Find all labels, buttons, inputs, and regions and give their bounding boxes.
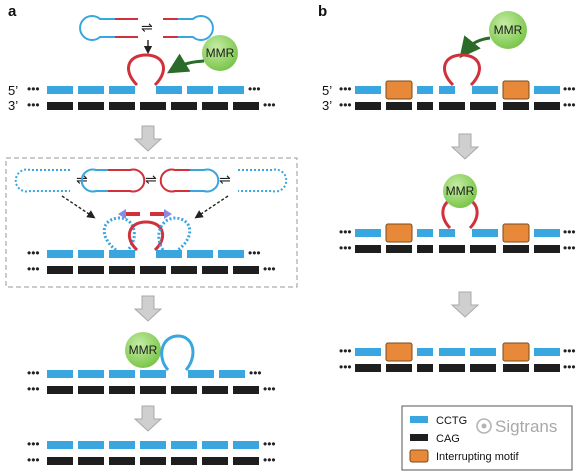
svg-text:•••: •••	[563, 98, 576, 112]
panel-a-label: a	[8, 3, 17, 20]
dotted-loop-left	[102, 216, 136, 252]
dna-top-a3: ••• •••	[27, 366, 262, 380]
dna-top-b2: ••• •••	[339, 223, 576, 243]
dna-bottom-a3: ••• •••	[27, 382, 276, 396]
blue-loop-a3	[160, 334, 195, 371]
mmr-arrow-a1	[166, 53, 205, 74]
svg-text:•••: •••	[339, 225, 352, 239]
dna-top-b1: ••• •••	[339, 80, 576, 100]
step-arrow-b2	[450, 291, 480, 318]
step-arrow-a2	[133, 295, 163, 322]
svg-text:•••: •••	[27, 98, 40, 112]
dotted-loop-right	[157, 216, 192, 252]
svg-text:⇌: ⇌	[145, 172, 157, 188]
dna-bottom-b1: ••• •••	[339, 98, 576, 112]
dashed-arrow-left	[61, 195, 96, 219]
svg-text:•••: •••	[339, 241, 352, 255]
svg-text:•••: •••	[248, 246, 261, 260]
dna-bottom-b2: ••• •••	[339, 241, 576, 255]
svg-text:•••: •••	[263, 437, 276, 451]
mmr-protein-a1: MMR	[202, 35, 238, 71]
svg-text:•••: •••	[339, 98, 352, 112]
svg-text:•••: •••	[27, 82, 40, 96]
svg-text:•••: •••	[248, 82, 261, 96]
three-prime-label-b: 3’	[322, 98, 332, 113]
legend-swatch-cctg	[410, 416, 428, 423]
legend-label-interrupt: Interrupting motif	[436, 451, 519, 463]
mmr-protein-b1: MMR	[489, 11, 527, 49]
svg-text:•••: •••	[339, 344, 352, 358]
dashed-arrow-right	[194, 195, 229, 219]
svg-text:•••: •••	[27, 382, 40, 396]
svg-text:MMR: MMR	[206, 46, 235, 60]
dna-top-a1: ••• •••	[27, 82, 261, 96]
legend-label-cctg: CCTG	[436, 415, 467, 427]
svg-text:•••: •••	[339, 82, 352, 96]
svg-text:MMR: MMR	[494, 23, 523, 37]
mmr-protein-b2: MMR	[443, 174, 477, 208]
panel-b-label: b	[318, 3, 327, 20]
dna-top-a2: ••• •••	[27, 246, 261, 260]
mmr-arrow-b1	[459, 35, 491, 59]
svg-text:•••: •••	[27, 453, 40, 467]
svg-text:⇌: ⇌	[219, 172, 231, 188]
svg-text:MMR: MMR	[446, 184, 475, 198]
hairpin-equilibrium: ⇌	[79, 15, 214, 41]
step-arrow-a3	[133, 405, 163, 432]
red-loop-b1	[443, 53, 481, 87]
svg-text:•••: •••	[563, 344, 576, 358]
svg-text:•••: •••	[27, 366, 40, 380]
dna-bottom-b3: ••• •••	[339, 360, 576, 374]
red-loop-a1	[127, 53, 165, 87]
five-prime-label-a: 5’	[8, 83, 18, 98]
dna-top-a4: ••• •••	[27, 437, 276, 451]
step-arrow-a1	[133, 125, 163, 152]
slippage-arrows	[118, 209, 172, 219]
svg-text:•••: •••	[263, 453, 276, 467]
five-prime-label-b: 5’	[322, 83, 332, 98]
dna-bottom-a4: ••• •••	[27, 453, 276, 467]
dna-bottom-a2: ••• •••	[27, 262, 276, 276]
svg-text:•••: •••	[563, 225, 576, 239]
three-prime-label-a: 3’	[8, 98, 18, 113]
svg-text:•••: •••	[563, 360, 576, 374]
multi-hairpin-equilibrium: ⇌ ⇌ ⇌	[14, 168, 288, 193]
dashed-box	[5, 157, 298, 288]
svg-text:MMR: MMR	[129, 343, 158, 357]
svg-text:•••: •••	[263, 382, 276, 396]
watermark-text: Sigtrans	[495, 417, 557, 436]
svg-text:•••: •••	[339, 360, 352, 374]
legend-swatch-interrupt	[409, 449, 429, 463]
dna-top-b3: ••• •••	[339, 342, 576, 362]
red-loop-a2	[127, 220, 165, 252]
watermark: Sigtrans	[476, 417, 557, 436]
svg-text:•••: •••	[263, 98, 276, 112]
svg-text:•••: •••	[263, 262, 276, 276]
legend-label-cag: CAG	[436, 433, 460, 445]
mmr-protein-a2: MMR	[125, 332, 161, 368]
svg-text:•••: •••	[27, 246, 40, 260]
legend: CCTG CAG Interrupting motif	[401, 405, 573, 471]
svg-text:•••: •••	[563, 82, 576, 96]
svg-text:•••: •••	[27, 437, 40, 451]
legend-swatch-cag	[410, 434, 428, 441]
dna-bottom-a1: ••• •••	[27, 98, 276, 112]
svg-text:•••: •••	[249, 366, 262, 380]
step-arrow-b1	[450, 133, 480, 160]
svg-text:⇌: ⇌	[141, 20, 153, 36]
svg-text:•••: •••	[27, 262, 40, 276]
svg-text:•••: •••	[563, 241, 576, 255]
